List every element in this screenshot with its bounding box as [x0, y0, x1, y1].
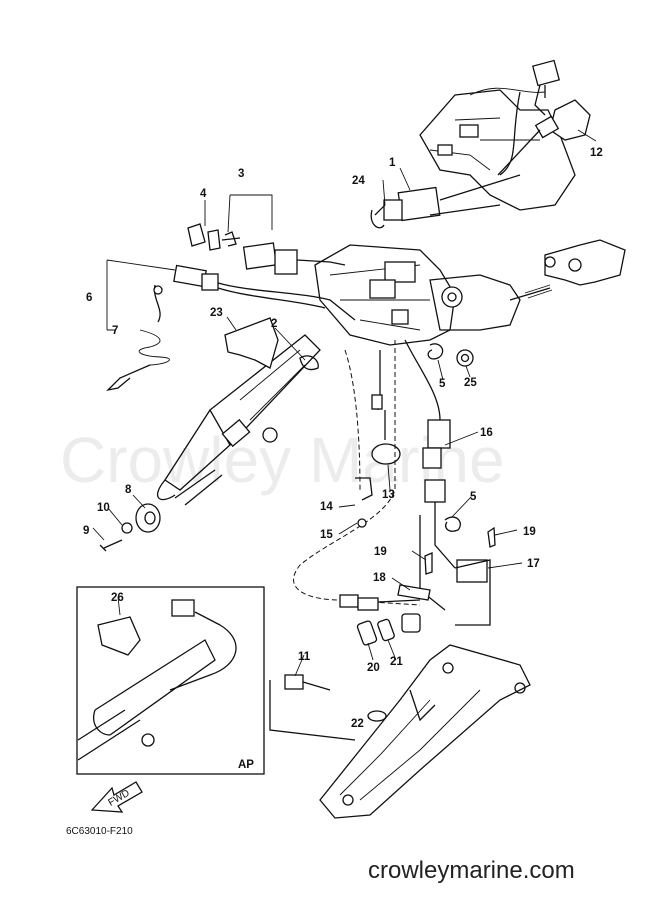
callout-labels: 1 2 3 4 5 5 6 7 8 9 10 11 12 13 14 15 16… — [83, 147, 603, 771]
callout-1: 1 — [389, 157, 396, 169]
bottom-bracket-drawing — [319, 644, 531, 819]
callout-7: 7 — [112, 325, 118, 337]
callout-8: 8 — [125, 484, 132, 496]
callout-26: 26 — [111, 592, 124, 604]
callout-25: 25 — [464, 377, 477, 389]
fwd-arrow-icon: FWD — [90, 781, 143, 813]
tiller-handle-drawing — [156, 334, 321, 506]
callout-17: 17 — [527, 558, 540, 570]
footer-url: crowleymarine.com — [368, 857, 575, 884]
control-housing-drawing — [314, 239, 626, 346]
callout-9: 9 — [83, 525, 89, 537]
inset-tiller-drawing — [77, 599, 237, 761]
callout-16: 16 — [480, 427, 493, 439]
inset-box — [76, 586, 265, 775]
main-switch-drawing — [187, 223, 346, 275]
callout-6: 6 — [86, 292, 92, 304]
callout-15: 15 — [320, 529, 333, 541]
engine-bracket-drawing — [419, 59, 591, 211]
grip-cover-drawing — [224, 317, 279, 369]
inset-tag: AP — [238, 759, 254, 771]
callout-19a: 19 — [374, 546, 387, 558]
diagram-code: 6C63010-F210 — [66, 826, 133, 837]
callout-20: 20 — [367, 662, 380, 674]
callout-10: 10 — [97, 502, 110, 514]
callout-22: 22 — [351, 718, 364, 730]
callout-14: 14 — [320, 501, 333, 513]
wiring-harness-drawing — [293, 339, 496, 626]
callout-12: 12 — [590, 147, 603, 159]
callout-4: 4 — [200, 188, 207, 200]
knob-drawing — [99, 503, 161, 552]
relay-connector-drawing — [370, 174, 521, 229]
grommets-drawing — [269, 613, 421, 741]
callout-13: 13 — [382, 489, 395, 501]
callout-11: 11 — [298, 651, 311, 663]
callout-2: 2 — [271, 318, 277, 330]
callout-18: 18 — [373, 572, 386, 584]
callout-5a: 5 — [439, 378, 446, 390]
callout-21: 21 — [390, 656, 403, 668]
callout-24: 24 — [352, 175, 365, 187]
clamp-drawing — [299, 355, 319, 371]
callout-5b: 5 — [470, 491, 477, 503]
callout-23: 23 — [210, 307, 223, 319]
leader-lines — [92, 129, 597, 720]
callout-19b: 19 — [523, 526, 536, 538]
stop-switch-drawing — [106, 264, 356, 392]
callout-3: 3 — [238, 168, 244, 180]
